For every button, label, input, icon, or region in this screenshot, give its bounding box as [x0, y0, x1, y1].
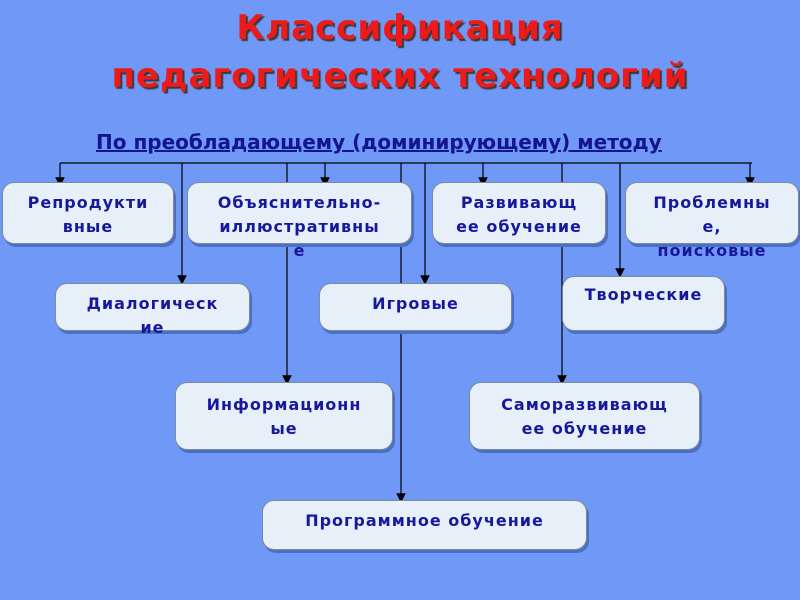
box-game: Игровые — [319, 283, 512, 331]
box-selfdev-label: Саморазвивающ ее обучение — [501, 395, 668, 438]
box-selfdev: Саморазвивающ ее обучение — [469, 382, 700, 450]
box-creative-label: Творческие — [584, 285, 703, 304]
box-problem-label: Проблемны е, поисковые — [653, 193, 771, 260]
box-developing: Развивающ ее обучение — [432, 182, 606, 244]
title-line-2: педагогических технологий — [111, 56, 689, 96]
box-dialogic: Диалогическ ие — [55, 283, 250, 337]
box-reproductive: Репродукти вные — [2, 182, 174, 244]
box-creative: Творческие — [562, 276, 725, 331]
box-developing-label: Развивающ ее обучение — [456, 193, 582, 236]
box-programmed-label: Программное обучение — [305, 511, 544, 530]
box-informational-label: Информационн ые — [206, 395, 362, 438]
box-explanatory: Объяснительно- иллюстративны е — [187, 182, 412, 260]
box-explanatory-label: Объяснительно- иллюстративны е — [217, 193, 382, 260]
box-problem: Проблемны е, поисковые — [625, 182, 799, 260]
subtitle: По преобладающему (доминирующему) методу — [96, 130, 662, 154]
box-game-label: Игровые — [372, 294, 459, 313]
box-programmed: Программное обучение — [262, 500, 587, 550]
title-line-1: Классификация — [236, 8, 564, 48]
box-informational: Информационн ые — [175, 382, 393, 450]
box-dialogic-label: Диалогическ ие — [86, 294, 219, 337]
box-reproductive-label: Репродукти вные — [27, 193, 149, 236]
